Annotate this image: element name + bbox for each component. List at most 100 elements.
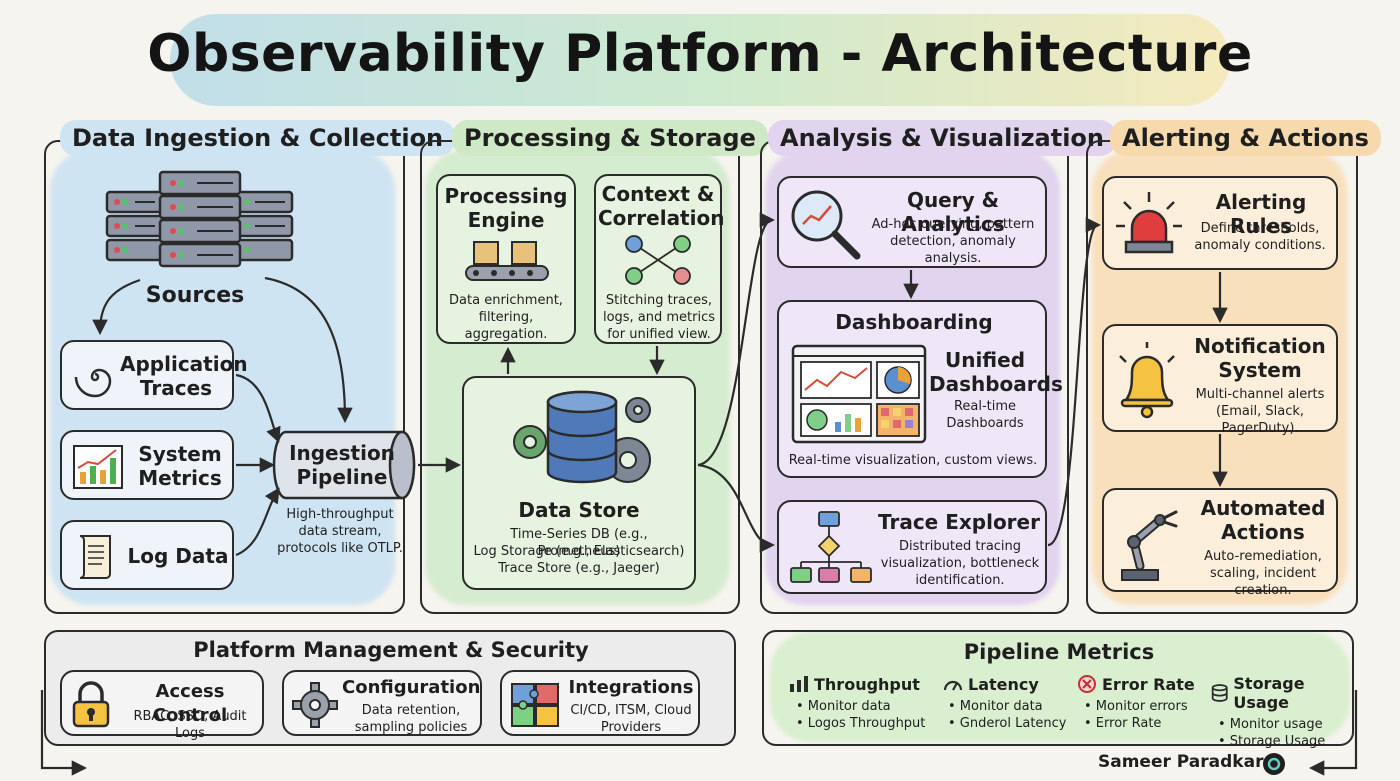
metric-storage-usage-label: Storage Usage — [1233, 674, 1305, 712]
notification-system-title: Notification System — [1194, 334, 1326, 382]
context-correlation-card[interactable]: Context & Correlation Stitching traces, … — [594, 174, 725, 344]
configuration-title: Configuration — [342, 677, 481, 698]
metric-throughput-bullet2: • Logos Throughput — [796, 716, 926, 731]
scroll-log-icon — [79, 535, 111, 579]
log-data-label: Log Data — [127, 544, 229, 568]
context-correlation-desc: Stitching traces, logs, and metrics for … — [602, 293, 716, 342]
processing-section-title: Processing & Storage — [452, 120, 768, 156]
query-analytics-title: Query & Analytics — [901, 188, 1005, 236]
log-data-card[interactable]: Log Data — [60, 520, 234, 590]
metric-storage-usage: Storage Usage • Monitor usage • Storage … — [1210, 674, 1350, 750]
metric-latency: Latency • Monitor data • Gnderol Latency — [942, 674, 1072, 732]
database-gears-icon — [513, 390, 651, 484]
metrics-wash — [770, 632, 1350, 742]
automated-actions-card[interactable]: Automated Actions Auto-remediation, scal… — [1102, 488, 1338, 598]
ingestion-section: Data Ingestion & Collection — [44, 120, 456, 614]
metric-error-rate-bullet2: • Error Rate — [1084, 716, 1162, 731]
application-traces-label: Application Traces — [120, 352, 248, 400]
alerting-rules-title: Alerting Rules — [1215, 190, 1307, 238]
notification-system-desc: Multi-channel alerts (Email, Slack, Page… — [1195, 387, 1325, 436]
trace-flowchart-icon — [790, 511, 872, 583]
page-title: Observability Platform - Architecture — [147, 24, 1253, 84]
analysis-section-title: Analysis & Visualization — [768, 120, 1116, 156]
error-x-icon — [1078, 675, 1096, 693]
trace-explorer-card[interactable]: Trace Explorer Distributed tracing visua… — [777, 500, 1047, 594]
context-correlation-title: Context & Correlation — [598, 182, 725, 230]
processing-engine-card[interactable]: Processing Engine Data enrichment, filte… — [436, 174, 576, 344]
metric-storage-usage-bullet2: • Storage Usage — [1218, 734, 1326, 749]
metric-latency-bullet1: • Monitor data — [948, 699, 1043, 714]
throughput-chart-icon — [790, 676, 808, 692]
metric-storage-usage-bullet1: • Monitor usage — [1218, 717, 1323, 732]
alerting-rules-card[interactable]: Alerting Rules Define thresholds, anomal… — [1102, 176, 1338, 270]
metric-throughput-bullet1: • Monitor data — [796, 699, 891, 714]
system-metrics-card[interactable]: System Metrics — [60, 430, 234, 500]
analysis-section: Analysis & Visualization — [760, 120, 1116, 614]
conveyor-boxes-icon — [465, 241, 549, 281]
configuration-card[interactable]: Configuration Data retention, sampling p… — [282, 670, 482, 736]
unified-dashboards-label: Unified Dashboards — [929, 348, 1063, 396]
pipeline-cylinder-icon — [272, 430, 416, 500]
alerting-section-title: Alerting & Actions — [1110, 120, 1381, 156]
query-analytics-desc: Ad-hoc querying, pattern detection, anom… — [871, 217, 1035, 266]
data-store-title: Data Store — [518, 498, 640, 522]
configuration-desc: Data retention, sampling policies — [354, 703, 468, 735]
server-rack-icon — [105, 170, 294, 268]
dashboarding-card[interactable]: Dashboarding Unified Dashboards Real-tim… — [777, 300, 1063, 478]
automated-actions-title: Automated Actions — [1200, 496, 1326, 544]
author-logo-icon — [1263, 753, 1285, 775]
dashboarding-title: Dashboarding — [835, 310, 993, 334]
gear-icon — [292, 682, 338, 728]
bar-chart-icon — [73, 445, 123, 489]
data-store-line2: Log Storage (e.g., Elasticsearch) — [473, 544, 685, 559]
application-traces-card[interactable]: Application Traces — [60, 340, 248, 410]
pipeline-metrics-title: Pipeline Metrics — [963, 640, 1155, 664]
metric-error-rate: Error Rate • Monitor errors • Error Rate — [1076, 674, 1206, 732]
data-store-line3: Trace Store (e.g., Jaeger) — [498, 561, 660, 576]
notification-system-card[interactable]: Notification System Multi-channel alerts… — [1102, 324, 1338, 436]
realtime-dashboards-label: Real-time Dashboards — [946, 399, 1024, 431]
spiral-trace-icon — [74, 368, 112, 398]
gauge-icon — [943, 680, 963, 691]
alerting-rules-desc: Define thresholds, anomaly conditions. — [1194, 221, 1326, 253]
processing-engine-title: Processing Engine — [444, 184, 568, 232]
dashboard-screen-icon — [791, 344, 927, 444]
correlation-graph-icon — [625, 235, 691, 285]
title-highlight — [170, 14, 1230, 106]
sources-label: Sources — [145, 283, 245, 308]
ingestion-pipeline-label[interactable]: Ingestion Pipeline — [289, 441, 395, 489]
access-control-title: Access Control — [152, 681, 228, 726]
integrations-card[interactable]: Integrations CI/CD, ITSM, Cloud Provider… — [500, 670, 700, 736]
magnifier-chart-icon — [791, 190, 861, 260]
ingestion-section-title: Data Ingestion & Collection — [60, 120, 456, 156]
metric-latency-label: Latency — [968, 674, 1039, 694]
metric-latency-bullet2: • Gnderol Latency — [948, 716, 1067, 731]
data-store-line1: Time-Series DB (e.g., Prometheus) — [510, 527, 648, 559]
query-analytics-card[interactable]: Query & Analytics Ad-hoc querying, patte… — [777, 176, 1047, 268]
puzzle-icon — [511, 683, 559, 727]
metric-throughput-label: Throughput — [814, 674, 920, 694]
robot-arm-icon — [1121, 510, 1178, 581]
ingestion-pipeline-desc: High-throughput data stream, protocols l… — [277, 507, 403, 556]
author-credit: Sameer Paradkar — [1098, 752, 1264, 772]
bell-icon — [1119, 342, 1175, 419]
access-control-card[interactable]: Access Control RBAC, SSO, Audit Logs — [60, 670, 264, 741]
data-store-card[interactable]: Data Store Time-Series DB (e.g., Prometh… — [462, 376, 696, 590]
platform-management-title: Platform Management & Security — [193, 638, 589, 662]
processing-section: Processing & Storage — [420, 120, 768, 614]
integrations-desc: CI/CD, ITSM, Cloud Providers — [570, 703, 692, 735]
metric-error-rate-bullet1: • Monitor errors — [1084, 699, 1188, 714]
alerting-section: Alerting & Actions — [1086, 120, 1381, 614]
dashboarding-desc: Real-time visualization, custom views. — [788, 453, 1038, 468]
siren-icon — [1116, 192, 1182, 254]
database-icon — [1211, 684, 1228, 702]
trace-explorer-desc: Distributed tracing visualization, bottl… — [880, 539, 1040, 588]
automated-actions-desc: Auto-remediation, scaling, incident crea… — [1204, 549, 1322, 598]
processing-engine-desc: Data enrichment, filtering, aggregation. — [449, 293, 563, 342]
lock-icon — [72, 681, 110, 728]
access-control-desc: RBAC, SSO, Audit Logs — [133, 709, 247, 741]
integrations-title: Integrations — [568, 677, 694, 698]
trace-explorer-title: Trace Explorer — [878, 510, 1040, 534]
system-metrics-label: System Metrics — [138, 442, 222, 490]
